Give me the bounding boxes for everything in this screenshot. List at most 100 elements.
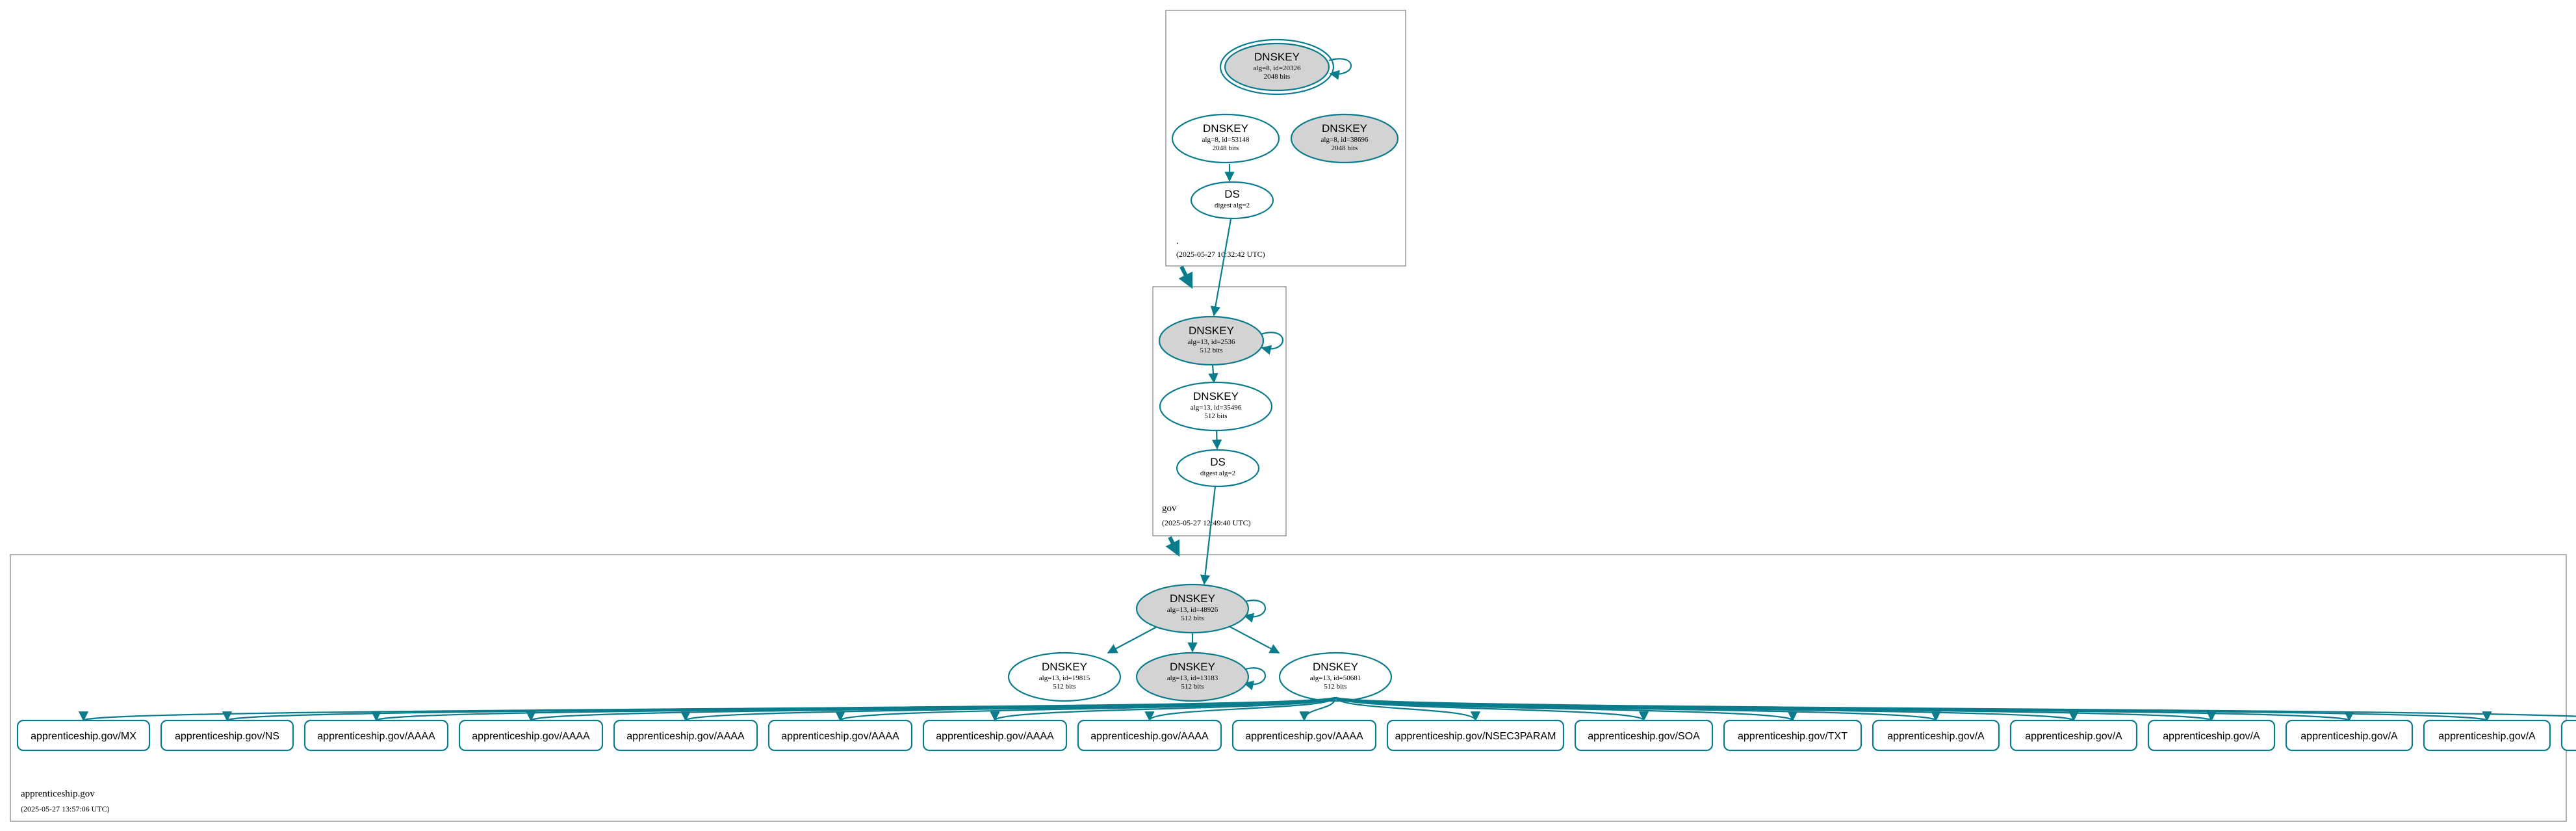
- record-edge: [1299, 696, 1337, 722]
- rrset-label: apprenticeship.gov/NS: [175, 731, 279, 742]
- rrset-node: apprenticeship.gov/SOA: [1574, 719, 1714, 752]
- record-boxes: apprenticeship.gov/MX apprenticeship.gov/…: [16, 719, 2576, 752]
- record-edge: [1334, 696, 2576, 717]
- rrset-node: apprenticeship.gov/A: [2423, 719, 2551, 752]
- rrset-box: [767, 719, 913, 752]
- rrset-box: [2423, 719, 2551, 752]
- node-bits: 512 bits: [1181, 614, 1204, 622]
- node-bits: 2048 bits: [1332, 144, 1358, 152]
- rrset-label: apprenticeship.gov/NSEC3PARAM: [1395, 731, 1556, 742]
- node-gov-dnskey-35496: DNSKEY alg=13, id=35496 512 bits: [1159, 381, 1273, 432]
- node-detail: digest alg=2: [1200, 469, 1235, 477]
- record-edge: [1334, 696, 1649, 722]
- rrset-node: apprenticeship.gov/AAAA: [613, 719, 758, 752]
- node-title: DNSKEY: [1170, 661, 1215, 673]
- rrset-box: [2285, 719, 2414, 752]
- rrset-node: apprenticeship.gov/MX: [16, 719, 151, 752]
- node-gov-dnskey-2536: DNSKEY alg=13, id=2536 512 bits: [1158, 315, 1265, 366]
- node-detail: alg=8, id=20326: [1254, 64, 1301, 72]
- rrset-label: apprenticeship.gov/AAAA: [781, 731, 899, 742]
- rrset-label: apprenticeship.gov/A: [2163, 731, 2260, 742]
- edge-g1-g2: [1208, 364, 1218, 384]
- selfloop-r1: [1328, 58, 1352, 80]
- rrset-node: apprenticeship.gov/AAAA: [922, 719, 1068, 752]
- rrset-box: [1872, 719, 2000, 752]
- zone-gov-timestamp: (2025-05-27 12:49:40 UTC): [1162, 518, 1251, 527]
- rrset-box: [2009, 719, 2138, 752]
- zone-apprenticeship-name: apprenticeship.gov: [21, 789, 95, 799]
- node-bits: 512 bits: [1204, 412, 1227, 420]
- node-apprenticeship-dnskey-48926: DNSKEY alg=13, id=48926 512 bits: [1135, 583, 1250, 634]
- rrset-node: apprenticeship.gov/A: [2560, 719, 2576, 752]
- rrset-label: apprenticeship.gov/AAAA: [936, 731, 1054, 742]
- record-edge: [1144, 696, 1337, 722]
- edge-a1-a2: [1107, 625, 1160, 653]
- node-detail: alg=13, id=50681: [1310, 674, 1361, 682]
- node-detail: alg=13, id=35496: [1191, 404, 1242, 412]
- rrset-node: apprenticeship.gov/A: [2009, 719, 2138, 752]
- node-title: DNSKEY: [1170, 592, 1215, 605]
- node-bits: 2048 bits: [1213, 144, 1239, 152]
- record-edge: [1334, 696, 1481, 722]
- rrset-box: [2560, 719, 2576, 752]
- node-bits: 512 bits: [1181, 683, 1204, 691]
- zone-gov-name: gov: [1162, 503, 1177, 514]
- rrset-box: [16, 719, 151, 752]
- node-title: DNSKEY: [1203, 122, 1248, 135]
- rrset-node: apprenticeship.gov/A: [1872, 719, 2000, 752]
- node-detail: alg=13, id=2536: [1188, 338, 1235, 346]
- node-root-ds: DS digest alg=2: [1190, 181, 1274, 220]
- zone-root-timestamp: (2025-05-27 10:32:42 UTC): [1176, 250, 1265, 259]
- rrset-node: apprenticeship.gov/AAAA: [1077, 719, 1222, 752]
- node-title: DS: [1210, 456, 1226, 468]
- node-title: DS: [1224, 188, 1240, 200]
- rrset-node: apprenticeship.gov/A: [2147, 719, 2276, 752]
- rrset-label: apprenticeship.gov/A: [2300, 731, 2398, 742]
- record-edge: [835, 696, 1337, 722]
- node-bits: 2048 bits: [1264, 73, 1291, 81]
- rrset-label: apprenticeship.gov/A: [2438, 731, 2536, 742]
- edge-r4-g1: [1210, 218, 1232, 317]
- rrset-label: apprenticeship.gov/AAAA: [1090, 731, 1209, 742]
- node-title: DNSKEY: [1189, 324, 1234, 337]
- rrset-box: [303, 719, 449, 752]
- rrset-node: apprenticeship.gov/NS: [160, 719, 294, 752]
- delegation-arrow-gov-apprenticeship: [1165, 536, 1180, 557]
- rrset-node: apprenticeship.gov/A: [2285, 719, 2414, 752]
- rrset-box: [458, 719, 604, 752]
- zone-root-name: .: [1176, 236, 1179, 246]
- rrset-label: apprenticeship.gov/AAAA: [317, 731, 435, 742]
- delegation-arrow-root-gov: [1178, 265, 1193, 289]
- zone-apprenticeship-gov: [10, 554, 2567, 822]
- zone-apprenticeship-timestamp: (2025-05-27 13:57:06 UTC): [21, 804, 110, 813]
- rrset-box: [922, 719, 1068, 752]
- rrset-box: [1723, 719, 1862, 752]
- node-bits: 512 bits: [1200, 347, 1222, 354]
- edge-a1-a4: [1227, 625, 1280, 653]
- rrset-node: apprenticeship.gov/AAAA: [1231, 719, 1377, 752]
- rrset-box: [1574, 719, 1714, 752]
- rrset-box: [1386, 719, 1565, 752]
- node-title: DNSKEY: [1322, 122, 1367, 135]
- rrset-label: apprenticeship.gov/MX: [31, 731, 136, 742]
- node-detail: alg=8, id=38696: [1321, 136, 1369, 144]
- node-apprenticeship-dnskey-19815: DNSKEY alg=13, id=19815 512 bits: [1007, 652, 1122, 702]
- rrset-box: [1231, 719, 1377, 752]
- node-gov-ds: DS digest alg=2: [1176, 449, 1260, 488]
- rrset-label: apprenticeship.gov/SOA: [1588, 731, 1700, 742]
- node-detail: alg=13, id=48926: [1167, 606, 1218, 614]
- rrset-label: apprenticeship.gov/TXT: [1738, 731, 1848, 742]
- rrset-node: apprenticeship.gov/NSEC3PARAM: [1386, 719, 1565, 752]
- node-root-dnskey-20326: DNSKEY alg=8, id=20326 2048 bits: [1219, 38, 1335, 96]
- rrset-node: apprenticeship.gov/TXT: [1723, 719, 1862, 752]
- node-root-dnskey-53148: DNSKEY alg=8, id=53148 2048 bits: [1171, 113, 1280, 164]
- rrset-box: [1077, 719, 1222, 752]
- node-bits: 512 bits: [1053, 683, 1075, 691]
- node-detail: digest alg=2: [1215, 202, 1250, 209]
- rrset-label: apprenticeship.gov/AAAA: [472, 731, 590, 742]
- node-title: DNSKEY: [1313, 661, 1358, 673]
- record-edge: [990, 696, 1337, 722]
- selfloop-g1: [1260, 332, 1284, 355]
- node-apprenticeship-dnskey-13183: DNSKEY alg=13, id=13183 512 bits: [1135, 652, 1250, 702]
